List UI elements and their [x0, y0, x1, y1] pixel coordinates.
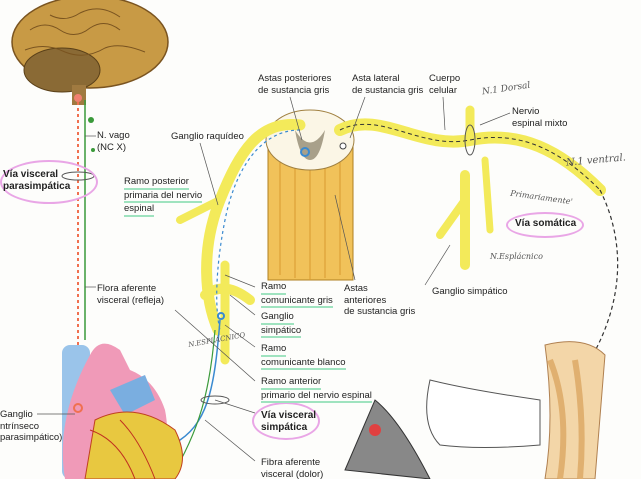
note-n-esplacnico-right: N.Esplácnico — [490, 252, 543, 261]
label-via-somatica: Vía somática — [515, 218, 577, 229]
arm-hand-illustration — [344, 341, 606, 479]
brain-illustration — [11, 0, 169, 105]
label-ganglio-raquideo: Ganglio raquídeo — [171, 131, 244, 142]
highlight-ring-somatica — [506, 212, 584, 238]
label-n-vago: N. vago(NC X) — [97, 130, 130, 153]
heart-illustration — [62, 343, 183, 479]
highlight-ring-simpatica — [252, 402, 320, 440]
label-ganglio-simpatico-right: Ganglio simpático — [432, 286, 508, 297]
highlight-ring-parasimpatica — [0, 160, 98, 204]
